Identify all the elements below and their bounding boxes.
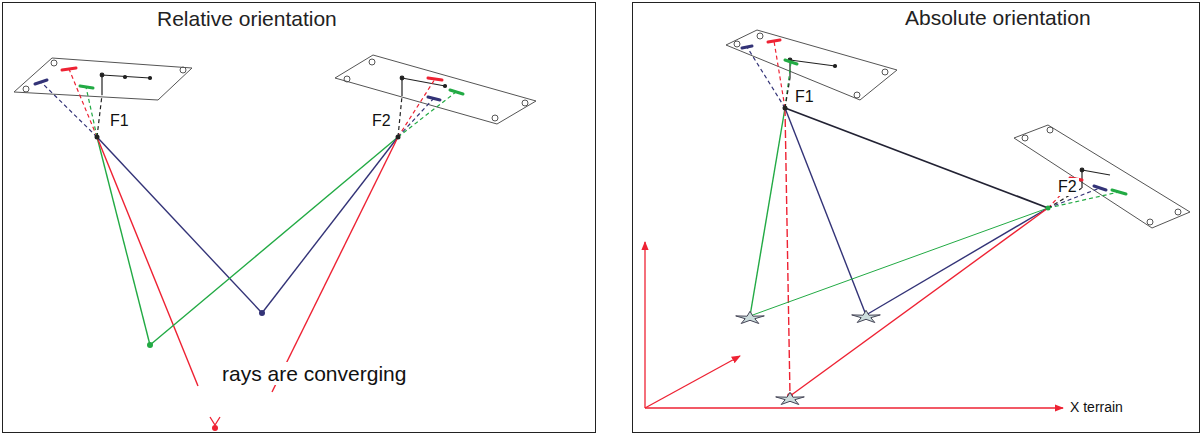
figure-panel: Absolute orientation — [632, 2, 1200, 433]
terrain-point-star — [852, 310, 881, 322]
photo-centre-label: F2 — [370, 112, 393, 130]
panel-title: Relative orientation — [149, 7, 345, 31]
terrain-point-star — [776, 392, 805, 404]
terrain-point-star — [736, 311, 765, 323]
photo-centre-label: F1 — [793, 88, 816, 106]
photo-centre-label: F2 — [1056, 178, 1079, 196]
panel-title: Absolute orientation — [897, 6, 1099, 30]
annotation-text: rays are converging — [220, 362, 408, 385]
photo-centre-label: F1 — [108, 112, 131, 130]
axis-label: X terrain — [1068, 400, 1125, 415]
